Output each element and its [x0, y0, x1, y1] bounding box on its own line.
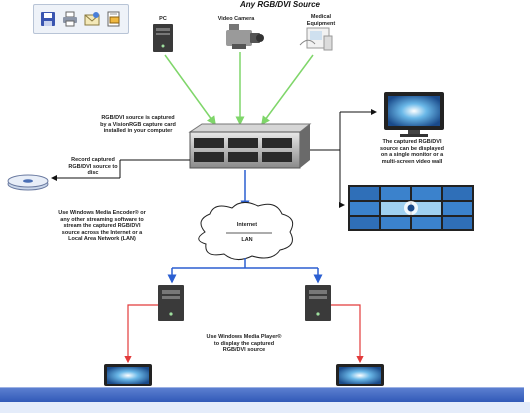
client-pc-left-icon: [158, 285, 184, 321]
email-icon: [84, 12, 100, 26]
internet-lan-cloud: [198, 202, 294, 260]
cloud-internet-label: Internet: [236, 222, 258, 228]
video-wall-icon: [348, 185, 474, 231]
print-preview-button[interactable]: [105, 9, 123, 29]
medical-equipment-icon: [299, 27, 333, 51]
save-icon: [41, 12, 55, 26]
cloud-lan-label: LAN: [241, 237, 253, 243]
bottom-strip: [0, 402, 530, 413]
bottom-blue-bar: [0, 387, 524, 403]
player-caption: Use Windows Media Player® to display the…: [206, 334, 282, 353]
save-button[interactable]: [39, 9, 57, 29]
pc-source-icon: [153, 24, 173, 52]
pc-to-capture-arrow: [164, 54, 216, 126]
print-icon: [63, 11, 77, 27]
email-button[interactable]: [83, 9, 101, 29]
print-button[interactable]: [61, 9, 79, 29]
toolbar: [33, 4, 129, 34]
video-camera-label: Video Camera: [217, 16, 255, 22]
disc-icon: [7, 174, 49, 191]
client-pc-right-icon: [305, 285, 331, 321]
left-client-to-monitor-arrow: [124, 304, 158, 364]
client-monitor-left-icon: [104, 364, 152, 386]
capture-computer-icon: [188, 123, 312, 169]
pc-label: PC: [159, 16, 167, 22]
video-camera-icon: [226, 24, 264, 49]
right-client-to-monitor-arrow: [331, 304, 364, 364]
client-monitor-right-icon: [336, 364, 384, 386]
single-monitor-icon: [384, 92, 444, 137]
print-preview-icon: [107, 11, 120, 27]
medical-to-capture-arrow: [261, 54, 314, 126]
diagram-title: Any RGB/DVI Source: [239, 0, 320, 9]
